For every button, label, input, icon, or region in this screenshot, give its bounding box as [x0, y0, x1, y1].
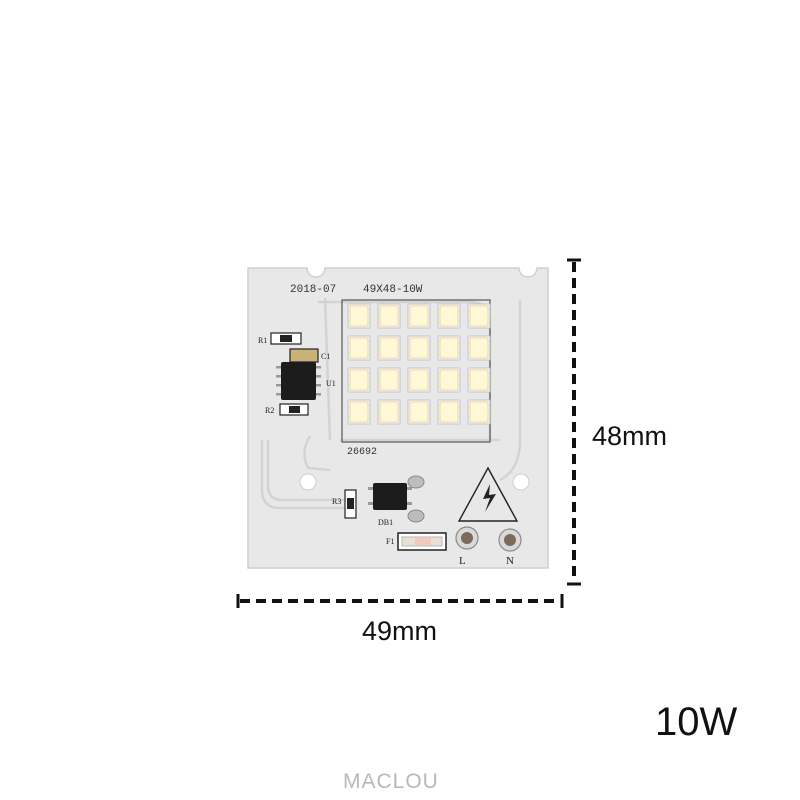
led-array	[347, 303, 491, 425]
smd-led	[437, 303, 461, 329]
label-r3: R3	[332, 497, 341, 506]
smd-led	[377, 303, 401, 329]
part-number: 26692	[347, 447, 377, 458]
smd-led	[347, 303, 371, 329]
smd-led	[437, 399, 461, 425]
smd-led	[437, 367, 461, 393]
label-u1: U1	[326, 379, 336, 388]
smd-led	[437, 335, 461, 361]
width-label: 49mm	[362, 616, 438, 646]
smd-led	[377, 335, 401, 361]
fuse-f1	[397, 532, 447, 551]
terminal-l	[455, 526, 479, 550]
bridge-rectifier-db1	[368, 483, 412, 510]
smd-led	[467, 367, 491, 393]
model-code: 49X48-10W	[363, 284, 423, 296]
terminal-n	[498, 528, 522, 552]
label-neutral: N	[506, 555, 514, 567]
smd-led	[407, 303, 431, 329]
label-c1: C1	[321, 352, 330, 361]
smd-led	[377, 399, 401, 425]
label-r1: R1	[258, 336, 267, 345]
smd-led	[467, 399, 491, 425]
capacitor-c1	[289, 348, 319, 363]
smd-led	[407, 367, 431, 393]
mounting-hole	[299, 473, 317, 491]
label-db1: DB1	[378, 518, 393, 527]
smd-led	[467, 303, 491, 329]
label-live: L	[459, 555, 466, 567]
smd-led	[407, 335, 431, 361]
smd-led	[347, 335, 371, 361]
mounting-hole	[512, 473, 530, 491]
chip-u1	[276, 362, 321, 400]
smd-led	[467, 335, 491, 361]
smd-led	[407, 399, 431, 425]
smd-led	[347, 367, 371, 393]
height-label: 48mm	[592, 421, 668, 451]
label-r2: R2	[265, 406, 274, 415]
smd-led	[347, 399, 371, 425]
solder-pads	[407, 475, 425, 523]
width-dimension-line	[236, 594, 564, 608]
brand-watermark: MACLOU	[343, 770, 439, 793]
high-voltage-warning-icon	[457, 466, 519, 522]
smd-led	[377, 367, 401, 393]
height-dimension-line	[567, 258, 581, 586]
label-f1: F1	[386, 537, 394, 546]
power-rating: 10W	[655, 700, 738, 744]
date-code: 2018-07	[290, 284, 336, 296]
